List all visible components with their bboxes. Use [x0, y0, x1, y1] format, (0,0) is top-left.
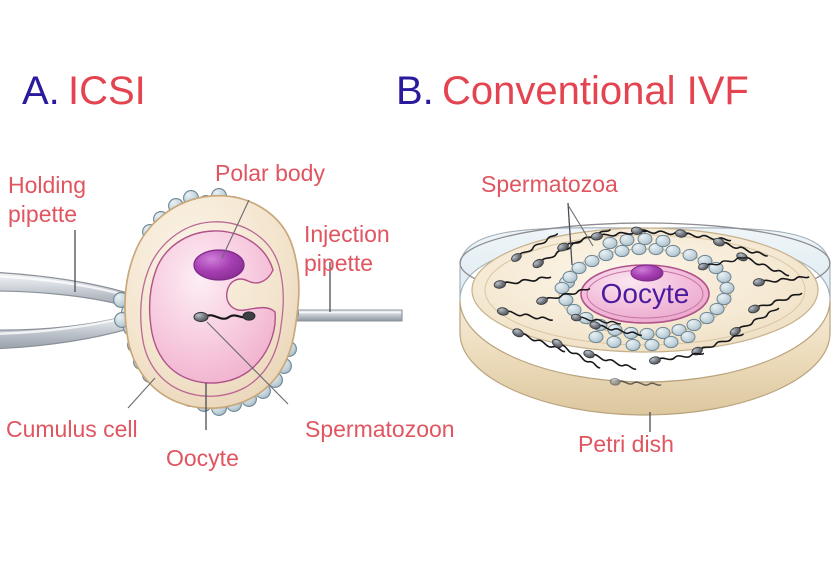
polar-body-graphic [193, 249, 245, 281]
leader-cumulus-cell [127, 377, 156, 409]
panel-b-heading: B. Conventional IVF [396, 69, 749, 113]
leader-spermatozoon [206, 321, 289, 405]
dish-cumulus-cells [554, 232, 735, 352]
leader-spermatozoa-a [567, 202, 573, 266]
label-holding-pipette-l2: pipette [8, 201, 77, 227]
panel-b-labels: Spermatozoa Petri dish [481, 171, 674, 457]
label-cumulus-cell: Cumulus cell [6, 416, 138, 442]
panel-b-letter: B. [396, 69, 434, 113]
panel-a-title: ICSI [68, 69, 146, 113]
leader-polar-body [221, 199, 250, 259]
panel-a-labels: Holding pipette Polar body Injection pip… [6, 160, 455, 471]
panel-a-heading: A. ICSI [22, 69, 146, 113]
label-spermatozoa: Spermatozoa [481, 171, 618, 197]
holding-pipette-graphic [0, 272, 145, 350]
icsi-illustration [0, 188, 403, 430]
panel-a-letter: A. [22, 69, 60, 113]
label-oocyte: Oocyte [166, 445, 239, 471]
label-holding-pipette-l1: Holding [8, 172, 86, 198]
dish-polar-body [630, 264, 664, 282]
dish-wall [459, 299, 831, 416]
label-injection-pipette-l2: pipette [304, 250, 373, 276]
ooplasm [149, 230, 276, 384]
injected-spermatozoon [193, 311, 256, 323]
label-polar-body: Polar body [215, 160, 325, 186]
perivitelline-space [140, 221, 284, 397]
label-petri-dish: Petri dish [578, 431, 674, 457]
label-spermatozoon: Spermatozoon [305, 416, 455, 442]
dish-oocyte-text: Oocyte [601, 278, 690, 309]
leader-spermatozoa-b [567, 204, 594, 247]
panel-b-title: Conventional IVF [442, 69, 749, 113]
label-injection-pipette-l1: Injection [304, 221, 390, 247]
petri-dish-illustration [459, 202, 831, 432]
